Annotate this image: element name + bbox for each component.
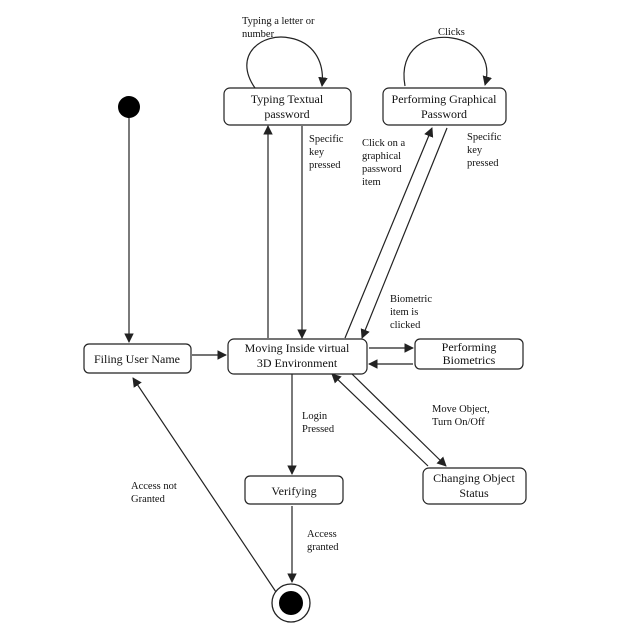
label-typing-letter-line2: number [242, 29, 275, 40]
edge-typing-self-loop [246, 36, 328, 89]
label-login-pressed: Login Pressed [302, 411, 335, 435]
edge-final-to-filing [132, 377, 277, 593]
edge-moving-to-changing [351, 373, 447, 467]
label-click-graphical-line4: item [362, 177, 381, 188]
label-specific-key-2-line1: Specific [467, 132, 502, 143]
label-login-line1: Login [302, 411, 328, 422]
state-typing-line1: Typing Textual [251, 92, 324, 106]
label-specific-key-2-line2: key [467, 145, 483, 156]
state-changing-line1: Changing Object [433, 471, 515, 485]
label-login-line2: Pressed [302, 424, 335, 435]
initial-state [118, 96, 140, 118]
state-verifying: Verifying [244, 475, 344, 505]
label-access-not-granted: Access not Granted [131, 481, 177, 505]
state-moving-inside-virtual-3d-environment: Moving Inside virtual 3D Environment [227, 338, 368, 375]
label-move-object-line1: Move Object, [432, 404, 490, 415]
label-click-graphical-line1: Click on a [362, 138, 405, 149]
label-access-granted-line2: granted [307, 542, 339, 553]
label-access-not-line2: Granted [131, 494, 166, 505]
state-verifying-label: Verifying [271, 484, 316, 498]
label-biometric-line3: clicked [390, 320, 421, 331]
label-specific-key-1-line1: Specific [309, 134, 344, 145]
final-state [271, 583, 311, 623]
state-biometrics-line2: Biometrics [443, 353, 496, 367]
label-access-not-line1: Access not [131, 481, 177, 492]
label-typing-letter: Typing a letter or number [242, 16, 315, 40]
state-changing-object-status: Changing Object Status [422, 467, 527, 505]
label-clicks: Clicks [438, 27, 465, 38]
state-typing-textual-password: Typing Textual password [223, 87, 352, 126]
label-specific-key-2-line3: pressed [467, 158, 499, 169]
label-specific-key-textual: Specific key pressed [309, 134, 344, 171]
state-typing-line2: password [264, 107, 309, 121]
label-click-graphical-line2: graphical [362, 151, 401, 162]
label-specific-key-1-line3: pressed [309, 160, 341, 171]
edge-changing-to-moving [331, 373, 429, 467]
state-biometrics-line1: Performing [442, 340, 497, 354]
state-performing-biometrics: Performing Biometrics [414, 338, 524, 370]
state-changing-line2: Status [459, 486, 489, 500]
state-moving-line2: 3D Environment [257, 356, 338, 370]
label-move-object: Move Object, Turn On/Off [432, 404, 490, 428]
state-graphical-line1: Performing Graphical [392, 92, 498, 106]
label-click-graphical-line3: password [362, 164, 402, 175]
label-specific-key-1-line2: key [309, 147, 325, 158]
edge-graphical-to-moving [360, 127, 448, 339]
state-moving-line1: Moving Inside virtual [245, 341, 350, 355]
state-graphical-line2: Password [421, 107, 467, 121]
state-performing-graphical-password: Performing Graphical Password [382, 87, 507, 126]
label-biometric-line2: item is [390, 307, 418, 318]
label-move-object-line2: Turn On/Off [432, 417, 485, 428]
label-biometric-clicked: Biometric item is clicked [390, 294, 432, 331]
edge-graphical-self-loop [403, 36, 492, 87]
label-access-granted-line1: Access [307, 529, 337, 540]
label-typing-letter-line1: Typing a letter or [242, 16, 315, 27]
label-specific-key-graphical: Specific key pressed [467, 132, 502, 169]
label-access-granted: Access granted [307, 529, 339, 553]
label-click-graphical-item: Click on a graphical password item [362, 138, 405, 188]
edge-moving-to-graphical [344, 127, 434, 339]
label-biometric-line1: Biometric [390, 294, 432, 305]
state-filing-label: Filing User Name [94, 352, 180, 366]
state-filing-user-name: Filing User Name [83, 343, 192, 374]
